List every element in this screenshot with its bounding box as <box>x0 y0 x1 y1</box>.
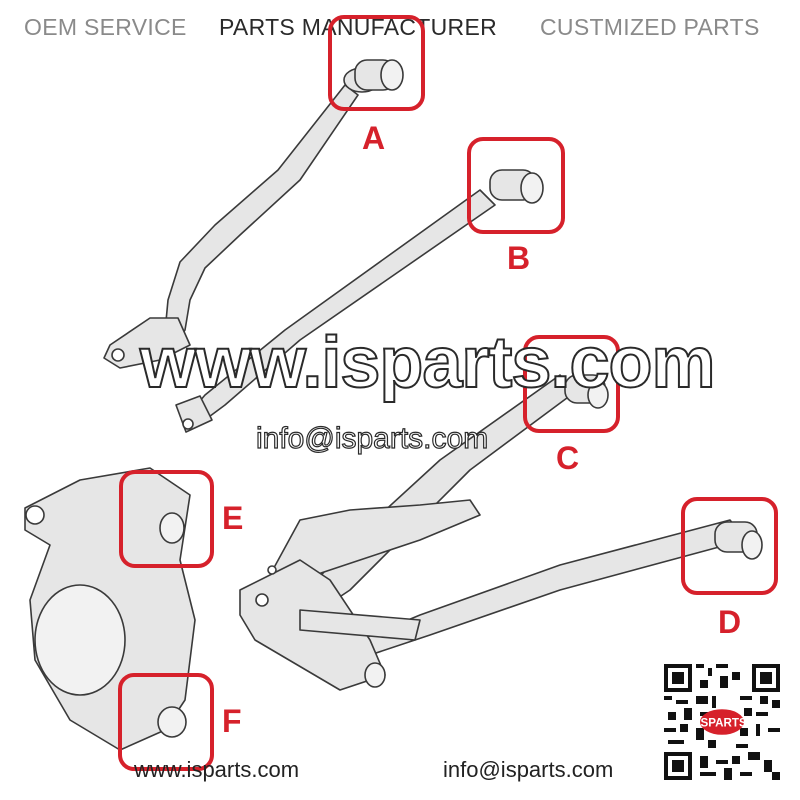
highlight-box-a <box>328 15 425 111</box>
footer-website: www.isparts.com <box>134 757 300 782</box>
label-c: C <box>556 440 580 476</box>
watermark-website: www.isparts.com <box>139 322 716 404</box>
label-a: A <box>362 120 386 156</box>
label-e: E <box>222 500 244 536</box>
label-f: F <box>222 703 242 739</box>
header-customized-parts: CUSTMIZED PARTS <box>540 14 760 40</box>
highlight-box-b <box>467 137 565 234</box>
upper-a-arm <box>103 59 544 433</box>
lower-swing-arm <box>239 374 763 691</box>
steering-knuckle <box>24 467 196 751</box>
label-b: B <box>507 240 531 276</box>
highlight-box-d <box>681 497 778 595</box>
highlight-box-e <box>119 470 214 568</box>
header-oem-service: OEM SERVICE <box>24 14 187 40</box>
highlight-box-c <box>523 335 620 433</box>
label-d: D <box>718 604 742 640</box>
qr-brand-logo: iSPARTS <box>697 716 747 729</box>
qr-code-icon: iSPARTS <box>664 664 780 780</box>
footer-email: info@isparts.com <box>443 757 614 782</box>
watermark-email: info@isparts.com <box>255 421 489 455</box>
highlight-box-f <box>118 673 214 771</box>
